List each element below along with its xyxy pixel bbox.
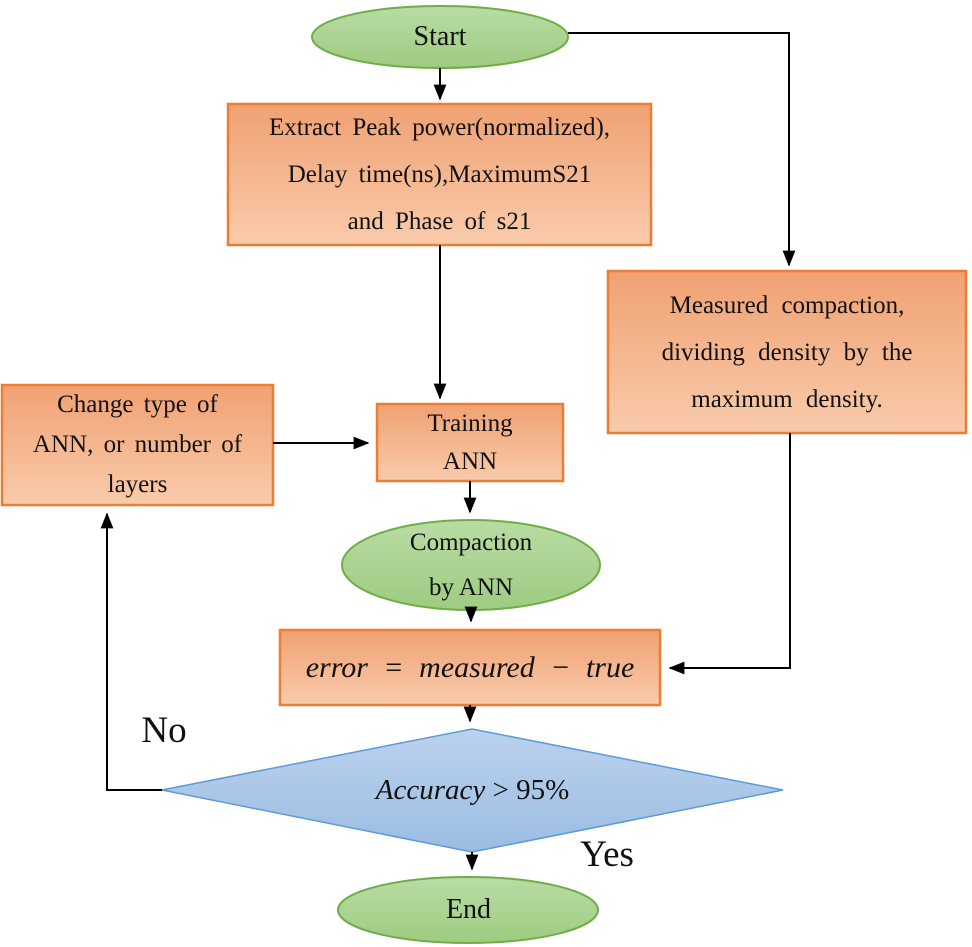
change-process-shape	[0, 383, 275, 507]
arrow-measured-to-error	[668, 433, 791, 675]
compaction-ellipse-shape	[341, 519, 601, 611]
extract-process-shape	[226, 102, 653, 247]
measured-process-shape	[606, 269, 968, 435]
decision-diamond-shape	[161, 728, 784, 853]
start-terminator-shape	[311, 5, 569, 69]
error-process-shape	[278, 628, 662, 707]
arrow-decision-no-to-change	[100, 512, 162, 791]
arrow-start-to-measured	[568, 32, 796, 267]
end-terminator-shape	[337, 876, 599, 944]
training-process-shape	[375, 402, 565, 483]
